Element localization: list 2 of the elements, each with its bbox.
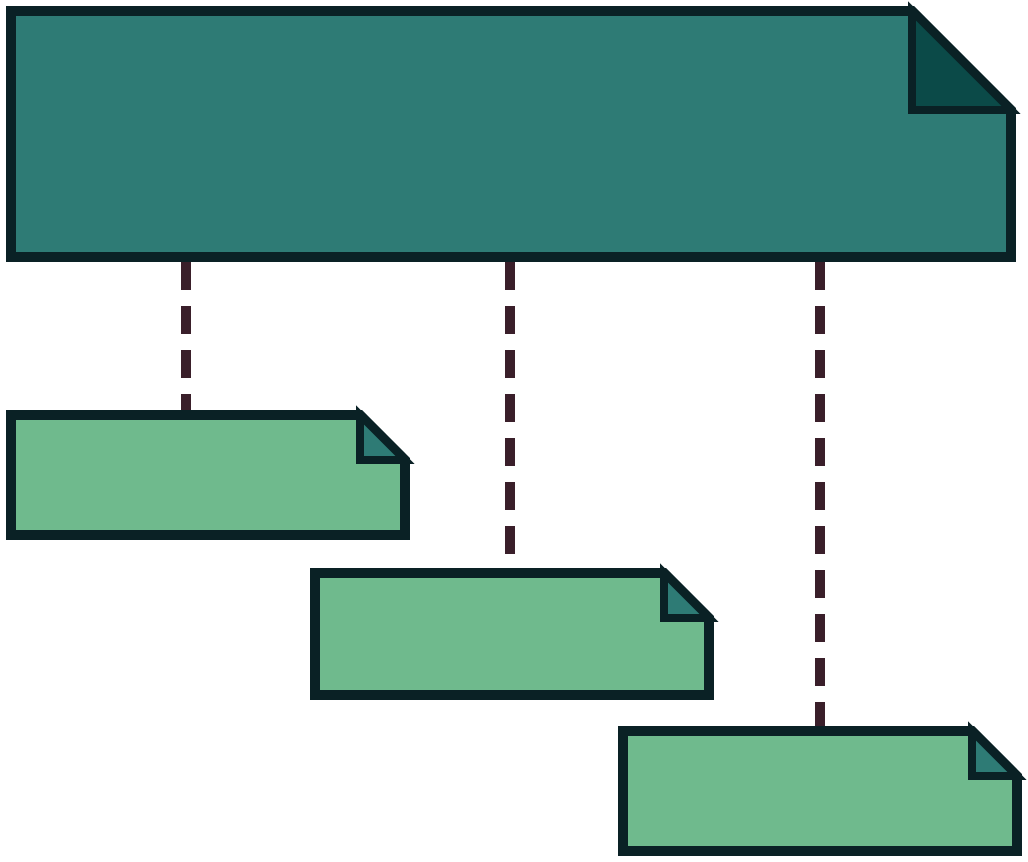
dashed-connector [815,262,825,726]
dashed-connector [181,262,191,410]
